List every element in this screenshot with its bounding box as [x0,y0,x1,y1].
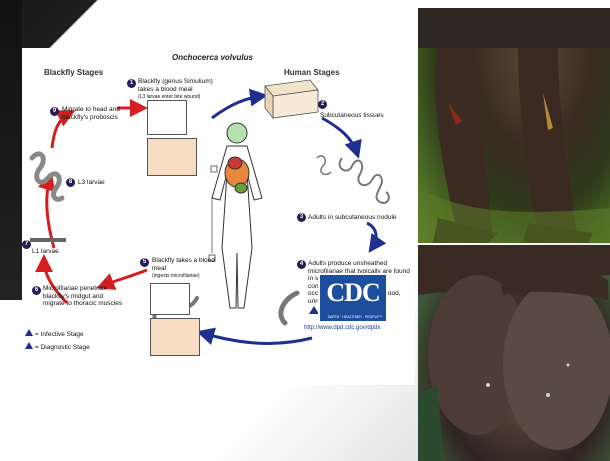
cdc-logo: CDC SAFER · HEALTHIER · PEOPLE™ [318,273,388,323]
step-badge: 9 [50,107,59,116]
step-text: Subcutaneous tissues [320,112,400,120]
step-text: Microfilariae penetrate blackfly's midgu… [43,285,123,308]
step-text: L1 larvae [32,248,72,256]
blackfly-bite-image [147,100,187,135]
legend-diagnostic: = Diagnostic Stage [35,344,125,352]
step-badge: 8 [66,178,75,187]
legs-photo [418,8,610,243]
step-badge: 7 [22,240,31,249]
step-badge: 3 [297,213,306,222]
slide-dark-corner [0,0,22,300]
step-badge: 2 [318,100,327,109]
human-stages-header: Human Stages [284,69,340,77]
blackfly-stages-header: Blackfly Stages [44,69,103,77]
cdc-logo-text: CDC [320,278,386,308]
step-text: L3 larvae [78,179,118,187]
step-text: Migrate to head and blackfly's proboscis [62,106,134,121]
legend-infective: = Infective Stage [35,331,125,339]
diagram-title: Onchocerca volvulus [172,54,253,62]
step-badge: 1 [127,79,136,88]
cdc-tagline: SAFER · HEALTHIER · PEOPLE™ [322,315,388,319]
step-text: Blackfly takes a blood meal(ingests micr… [152,257,228,281]
microfilaria-image [150,318,200,356]
blackfly-feeding-image [150,283,190,315]
source-url: http://www.dpd.cdc.gov/dpdx [304,325,380,331]
step-badge: 4 [297,260,306,269]
step-text: Blackfly (genus Simulium) takes a blood … [138,78,228,102]
life-cycle-diagram: Onchocerca volvulus Blackfly Stages Huma… [22,48,415,385]
step-text: Adults in subcutaneous nodule [308,214,408,222]
step-badge: 6 [32,286,41,295]
l3-larva-image [147,138,197,176]
knees-photo [418,245,610,461]
step-badge: 5 [140,258,149,267]
